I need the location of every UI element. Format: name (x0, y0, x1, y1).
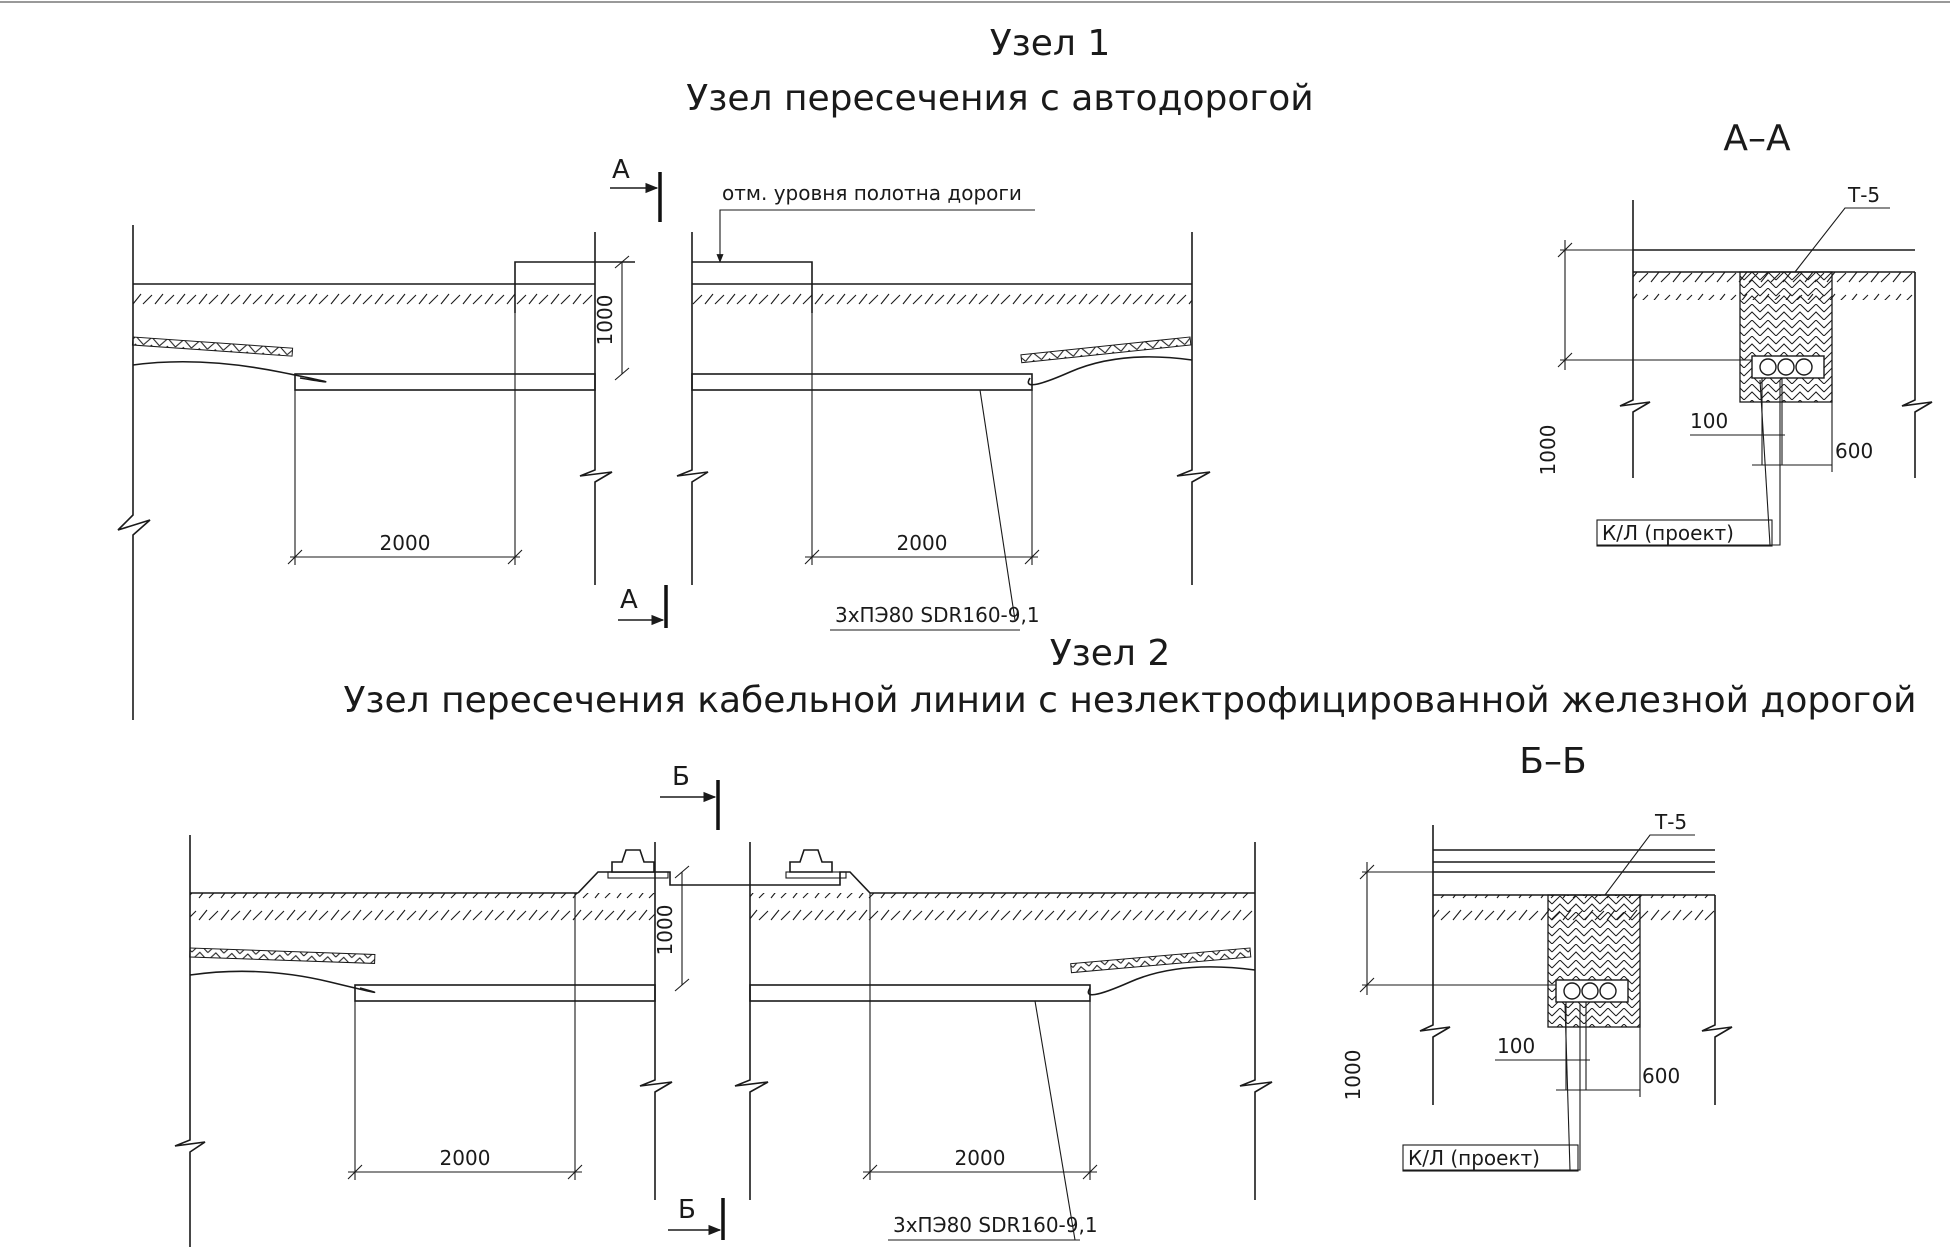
node1-cut-mark-top: А (612, 155, 630, 185)
node1-inner-left (579, 232, 613, 585)
node1-cut-mark-bottom: А (620, 585, 638, 615)
node1-subtitle: Узел пересечения с автодорогой (686, 78, 1313, 119)
section-bb-width-dim: 600 (1642, 1064, 1680, 1088)
section-bb-trench (1547, 894, 1641, 1028)
node2-railbed (577, 871, 871, 894)
node2-pipe-left (354, 984, 656, 1002)
node2-depth-dim: 1000 (653, 905, 677, 956)
section-aa-right-boundary (1901, 272, 1933, 478)
section-bb-offset-dim: 100 (1497, 1034, 1535, 1058)
node1-pipe-label: 3хПЭ80 SDR160-9,1 (835, 603, 1040, 627)
node2-right-dim: 2000 (955, 1146, 1006, 1170)
section-aa-depth-dim: 1000 (1536, 425, 1560, 476)
node2-subtitle: Узел пересечения кабельной линии с незле… (343, 680, 1916, 721)
node1-inner-right (676, 232, 709, 585)
node1-left-boundary (117, 225, 151, 720)
section-aa-group: А–А 1000 Т-5 100 600 К/Л (пр (1536, 118, 1933, 547)
section-bb-left-boundary (1419, 825, 1451, 1105)
node1-road-level-note: отм. уровня полотна дороги (722, 181, 1022, 205)
section-bb-depth-dim: 1000 (1341, 1050, 1365, 1101)
section-aa-left-boundary (1619, 200, 1651, 478)
section-bb-title: Б–Б (1519, 741, 1586, 782)
section-bb-cable-box (1555, 979, 1629, 1003)
section-bb-right-boundary (1701, 895, 1733, 1105)
node1-ground-left (133, 284, 595, 310)
section-aa-offset-dim: 100 (1690, 409, 1728, 433)
node1-pipe-left (294, 373, 596, 391)
section-bb-cable-label: К/Л (проект) (1408, 1146, 1540, 1170)
section-aa-width-dim: 600 (1835, 439, 1873, 463)
section-bb-group: Б–Б 1000 Т-5 100 600 К/Л (проект) (1341, 741, 1733, 1172)
node2-cut-mark-top: Б (672, 762, 690, 792)
node1-depth-dim: 1000 (593, 295, 617, 346)
node2-right-boundary (1239, 842, 1273, 1200)
node1-pipe-right (691, 373, 1033, 391)
node1-right-dim: 2000 (897, 531, 948, 555)
node1-title: Узел 1 (990, 23, 1111, 64)
node2-title: Узел 2 (1050, 633, 1171, 674)
section-bb-layer-label: Т-5 (1654, 810, 1687, 834)
node1-group: Узел 1 Узел пересечения с автодорогой 10… (117, 23, 1314, 720)
node1-ground-right (692, 284, 1192, 310)
node2-inner-right (734, 842, 769, 1200)
section-aa-trench (1739, 271, 1833, 403)
node1-right-boundary (1176, 232, 1211, 585)
node2-group: Узел 2 Узел пересечения кабельной линии … (174, 633, 1917, 1247)
node1-trench-right (1027, 356, 1193, 386)
section-aa-layer-label: Т-5 (1847, 183, 1880, 207)
section-aa-cable-label: К/Л (проект) (1602, 521, 1734, 545)
node2-rail-left (611, 849, 655, 873)
node2-cut-mark-bottom: Б (678, 1195, 696, 1225)
section-aa-title: А–А (1723, 118, 1791, 159)
node2-pipe-label: 3хПЭ80 SDR160-9,1 (893, 1213, 1098, 1237)
node1-left-dim: 2000 (380, 531, 431, 555)
node2-left-boundary (174, 835, 206, 1247)
node2-inner-left (639, 842, 673, 1200)
section-aa-cable-box (1751, 355, 1825, 379)
node1-trench-left (132, 360, 327, 383)
node2-rail-right (789, 849, 833, 873)
node2-left-dim: 2000 (440, 1146, 491, 1170)
node2-pipe-right (749, 984, 1091, 1002)
